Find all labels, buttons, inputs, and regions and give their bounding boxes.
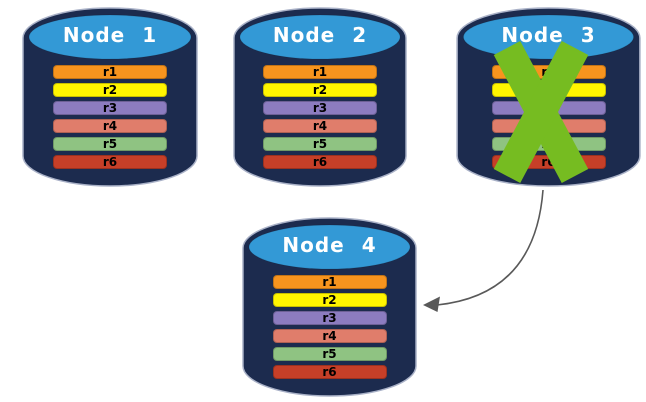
replica-bar-r1: r1 [263, 65, 377, 79]
replica-bar-r6: r6 [53, 155, 167, 169]
replica-bar-r5: r5 [272, 347, 387, 361]
replica-bar-r4: r4 [53, 119, 167, 133]
replica-label: r5 [102, 137, 118, 151]
node-title: Node 2 [272, 23, 368, 47]
replica-list: r1 r2 r3 r4 r5 r6 [272, 275, 387, 383]
replica-label: r1 [312, 65, 328, 79]
replica-label: r3 [322, 311, 337, 325]
node-title: Node 1 [62, 23, 158, 47]
replica-label: r2 [102, 83, 118, 97]
failover-arrow [423, 189, 544, 312]
replica-label: r3 [102, 101, 118, 115]
replica-label: r6 [312, 155, 328, 169]
replica-label: r4 [322, 329, 337, 343]
replica-bar-r3: r3 [263, 101, 377, 115]
replica-bar-r3: r3 [53, 101, 167, 115]
replica-bar-r2: r2 [263, 83, 377, 97]
replica-label: r2 [312, 83, 328, 97]
replica-bar-r4: r4 [272, 329, 387, 343]
replica-label: r3 [312, 101, 328, 115]
replica-bar-r1: r1 [272, 275, 387, 289]
failure-x-icon [493, 40, 589, 184]
node-1-cylinder: Node 1 r1 r2 r3 r4 r5 r6 [21, 6, 199, 188]
node-2-cylinder: Node 2 r1 r2 r3 r4 r5 r6 [232, 6, 408, 188]
node-title: Node 4 [282, 233, 377, 257]
replica-bar-r4: r4 [263, 119, 377, 133]
replica-bar-r5: r5 [53, 137, 167, 151]
replica-bar-r6: r6 [263, 155, 377, 169]
replica-bar-r3: r3 [272, 311, 387, 325]
replica-label: r5 [312, 137, 328, 151]
replica-bar-r5: r5 [263, 137, 377, 151]
replica-bar-r2: r2 [272, 293, 387, 307]
replica-bar-r2: r2 [53, 83, 167, 97]
replica-label: r2 [322, 293, 337, 307]
replica-label: r4 [102, 119, 118, 133]
node-4-cylinder: Node 4 r1 r2 r3 r4 r5 r6 [241, 216, 418, 398]
replica-label: r5 [322, 347, 337, 361]
replica-label: r1 [322, 275, 337, 289]
replica-label: r6 [102, 155, 118, 169]
replica-list: r1 r2 r3 r4 r5 r6 [53, 65, 167, 173]
replica-label: r4 [312, 119, 328, 133]
replica-bar-r6: r6 [272, 365, 387, 379]
replica-label: r1 [102, 65, 118, 79]
replica-list: r1 r2 r3 r4 r5 r6 [263, 65, 377, 173]
replica-label: r6 [322, 365, 337, 379]
replica-bar-r1: r1 [53, 65, 167, 79]
